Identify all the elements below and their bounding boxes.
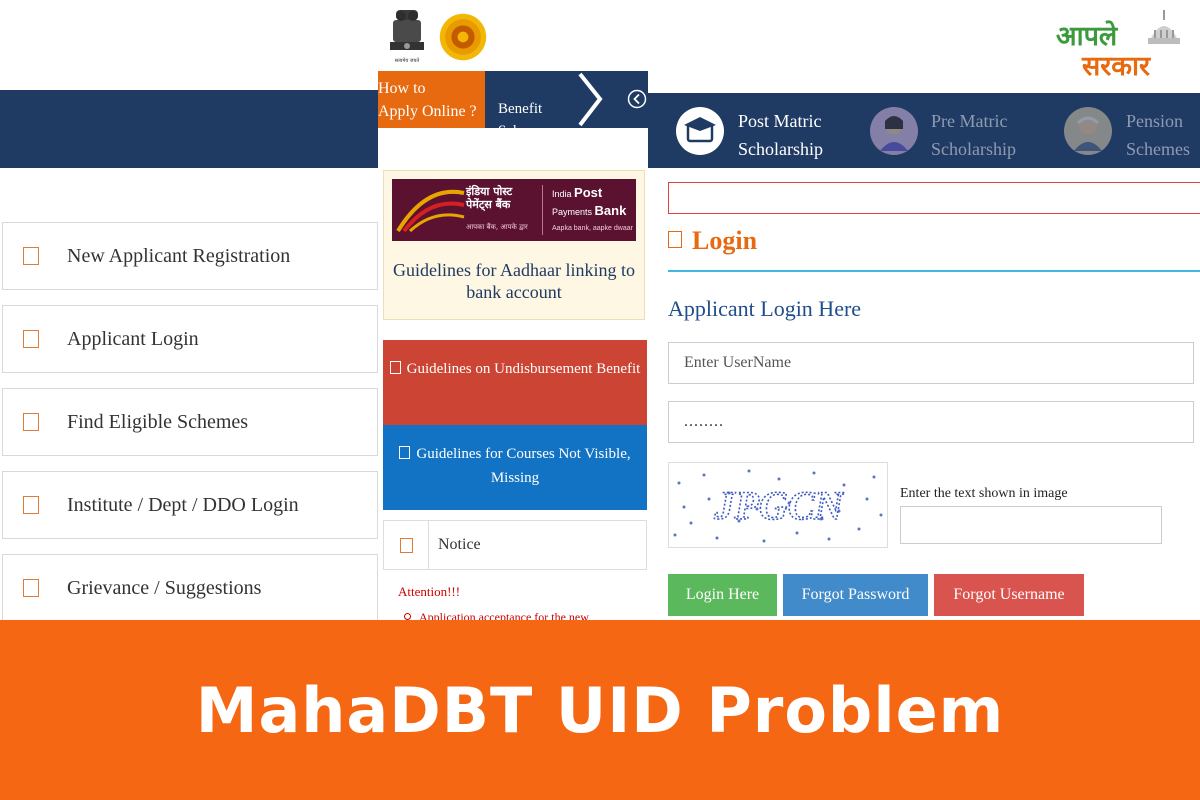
menu-find-eligible-schemes[interactable]: Find Eligible Schemes [2, 388, 378, 456]
undisbursement-guidelines-button[interactable]: Guidelines on Undisbursement Benefit [383, 340, 647, 425]
benefit-schemes-tab[interactable]: Benefit Schemes [485, 71, 648, 139]
applicant-login-title: Applicant Login Here [668, 296, 862, 321]
maharashtra-seal-icon [439, 13, 487, 61]
nav-post-matric-scholarship[interactable]: Post Matric Scholarship [738, 111, 823, 159]
alert-strip [668, 182, 1200, 214]
undisbursement-label: Guidelines on Undisbursement Benefit [406, 361, 641, 377]
bullet-icon [404, 613, 411, 620]
menu-square-icon [23, 247, 39, 265]
notice-label: Notice [438, 536, 481, 553]
menu-square-icon [23, 413, 39, 431]
post-matric-icon-bg [676, 107, 724, 155]
menu-item-label: New Applicant Registration [67, 244, 291, 267]
how-to-apply-online-tab[interactable]: How to Apply Online ? [378, 71, 485, 128]
login-title-text: Login [692, 226, 758, 255]
student-avatar-icon [880, 116, 908, 151]
captcha-text: JPGCN [714, 483, 846, 528]
courses-missing-label: Guidelines for Courses Not Visible, Miss… [416, 446, 631, 486]
nav-pre-matric-scholarship[interactable]: Pre Matric Scholarship [931, 111, 1016, 159]
benefit-schemes-label: Benefit Schemes [498, 101, 552, 139]
dome-building-icon [1148, 10, 1180, 44]
chevron-right-icon [578, 72, 603, 127]
ippb-aadhaar-card[interactable]: इंडिया पोस्ट पेमेंट्स बैंक आपका बैंक, आप… [383, 170, 645, 320]
login-heading: Login [668, 226, 757, 256]
menu-square-icon [23, 330, 39, 348]
menu-grievance-suggestions[interactable]: Grievance / Suggestions [2, 554, 378, 622]
password-input[interactable]: ........ [668, 401, 1194, 443]
menu-square-icon [23, 496, 39, 514]
ippb-hindi-tagline: आपका बैंक, आपके द्वार [466, 223, 528, 231]
captcha-image: JPGCN [668, 462, 888, 548]
captcha-input[interactable] [900, 506, 1162, 544]
ippb-divider [542, 185, 543, 235]
notice-divider [428, 521, 429, 569]
ippb-hindi-name: इंडिया पोस्ट पेमेंट्स बैंक [466, 185, 513, 211]
graduation-cap-icon [684, 117, 716, 143]
login-square-icon [668, 231, 682, 248]
brand-line-1: आपले [1056, 21, 1118, 52]
aaple-sarkar-logo: आपले सरकार [1056, 22, 1150, 82]
title-banner: MahaDBT UID Problem [0, 620, 1200, 800]
menu-applicant-login[interactable]: Applicant Login [2, 305, 378, 373]
doc-square-icon [389, 361, 401, 374]
national-emblem-icon: सत्यमेव जयते [390, 10, 424, 64]
login-here-button[interactable]: Login Here [668, 574, 777, 616]
nav-pension-schemes[interactable]: Pension Schemes [1126, 111, 1190, 159]
ippb-post: Post [574, 185, 603, 200]
captcha-label: Enter the text shown in image [900, 486, 1068, 501]
menu-new-applicant-registration[interactable]: New Applicant Registration [2, 222, 378, 290]
emblem-caption: सत्यमेव जयते [395, 57, 420, 64]
menu-item-label: Find Eligible Schemes [67, 410, 249, 433]
menu-item-label: Grievance / Suggestions [67, 576, 262, 599]
forgot-username-button[interactable]: Forgot Username [934, 574, 1084, 616]
left-header-bar [0, 90, 378, 168]
ippb-bank: Bank [594, 203, 627, 218]
ippb-payments: Payments [552, 207, 593, 217]
username-input[interactable] [668, 342, 1194, 384]
notice-square-icon [400, 538, 413, 553]
menu-institute-login[interactable]: Institute / Dept / DDO Login [2, 471, 378, 539]
ippb-logo: इंडिया पोस्ट पेमेंट्स बैंक आपका बैंक, आप… [392, 179, 636, 241]
courses-missing-guidelines-button[interactable]: Guidelines for Courses Not Visible, Miss… [383, 425, 647, 510]
doc-square-icon [399, 446, 411, 459]
aadhaar-guidelines-text: Guidelines for Aadhaar linking to bank a… [393, 260, 635, 302]
captcha-noise: JPGCN [673, 469, 883, 543]
brand-line-2: सरकार [1082, 51, 1151, 82]
menu-item-label: Institute / Dept / DDO Login [67, 493, 299, 516]
banner-title: MahaDBT UID Problem [195, 673, 1005, 747]
pre-matric-icon-bg [870, 107, 918, 155]
elderly-avatar-icon [1074, 116, 1102, 151]
ippb-wave-icon [396, 189, 465, 233]
login-divider [668, 270, 1200, 272]
ippb-english-tagline: Aapka bank, aapke dwaar [552, 225, 633, 232]
menu-square-icon [23, 579, 39, 597]
pension-icon-bg [1064, 107, 1112, 155]
circle-left-arrow-icon[interactable] [627, 89, 647, 109]
forgot-password-button[interactable]: Forgot Password [783, 574, 928, 616]
attention-text: Attention!!! [398, 584, 461, 599]
menu-item-label: Applicant Login [67, 327, 199, 350]
scheme-nav-bar: Post Matric Scholarship Pre Matric Schol… [648, 93, 1200, 168]
notice-header[interactable]: Notice [383, 520, 647, 570]
ippb-india: India [552, 189, 572, 199]
